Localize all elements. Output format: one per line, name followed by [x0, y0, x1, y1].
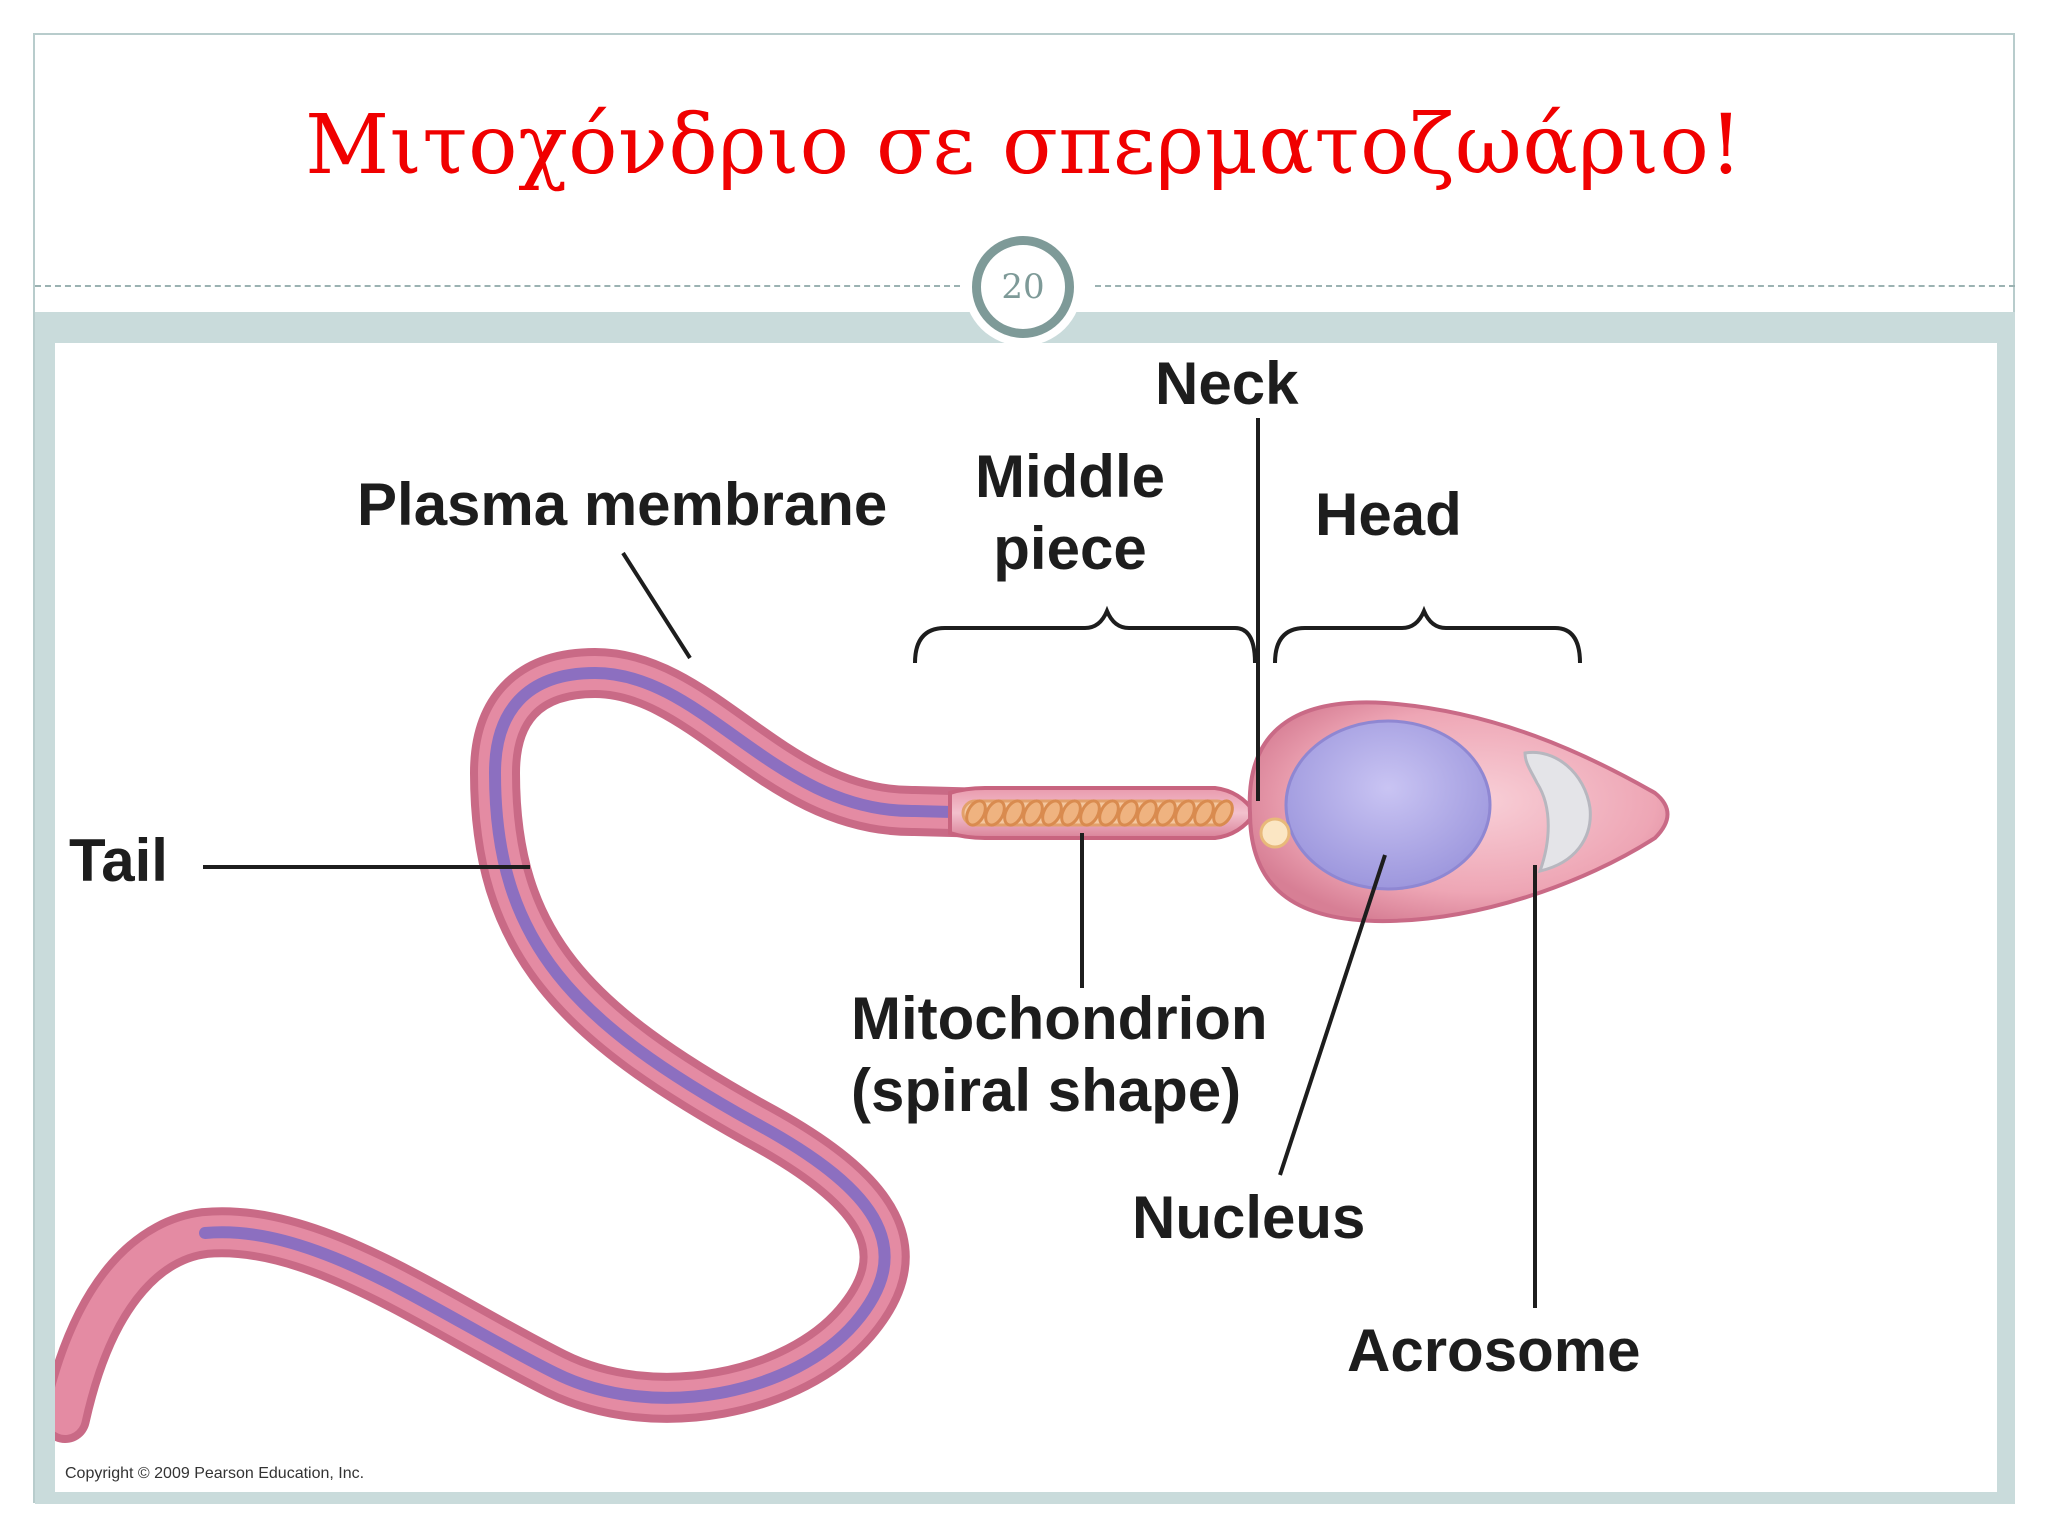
mitochondrion-coil — [984, 799, 1006, 827]
plasma-membrane-label: Plasma membrane — [357, 471, 888, 538]
acrosome — [1523, 750, 1592, 874]
mitochondrion-coil — [965, 799, 987, 827]
mitochondrion-label-line2: (spiral shape) — [851, 1057, 1242, 1124]
mitochondrion-coil — [1117, 799, 1139, 827]
mitochondrion-coil — [1155, 799, 1177, 827]
mitochondrion-coil — [1212, 799, 1234, 827]
head-brace — [1273, 605, 1582, 664]
page-number: 20 — [1001, 267, 1045, 307]
nucleus-label: Nucleus — [1132, 1184, 1366, 1251]
middle-piece-label: Middle piece — [955, 441, 1185, 585]
mitochondrion-coil — [1041, 799, 1063, 827]
slide-title: Μιτοχόνδριο σε σπερματοζωάριο! — [305, 98, 1743, 193]
mitochondrion-coil — [1022, 799, 1044, 827]
mitochondrion-coil — [1079, 799, 1101, 827]
mitochondrion-coil — [1136, 799, 1158, 827]
title-divider-right — [1095, 285, 2015, 287]
middle-piece-brace — [913, 605, 1257, 664]
mitochondrion-coil — [1193, 799, 1215, 827]
plasma-membrane-leader-line — [621, 551, 692, 660]
mitochondrion-label: Mitochondrion (spiral shape) — [851, 983, 1268, 1127]
mitochondrion-coil — [1060, 799, 1082, 827]
head-label: Head — [1315, 481, 1462, 548]
sperm-illustration — [55, 418, 1670, 1443]
mitochondrion-label-line1: Mitochondrion — [851, 985, 1268, 1052]
page-number-badge: 20 — [972, 236, 1074, 338]
centriole — [1259, 817, 1291, 849]
mitochondrion-coil — [1098, 799, 1120, 827]
sperm-diagram: Neck Middle piece Head Plasma membrane T… — [55, 343, 1997, 1492]
copyright-notice: Copyright © 2009 Pearson Education, Inc. — [65, 1465, 365, 1482]
mitochondrion-coil — [1003, 799, 1025, 827]
acrosome-label: Acrosome — [1347, 1317, 1641, 1384]
nucleus — [1284, 719, 1492, 891]
title-divider-left — [35, 285, 960, 287]
middle-piece-label-line1: Middle — [975, 443, 1165, 510]
tail-core — [199, 666, 996, 1404]
mitochondrion-coils — [965, 799, 1234, 827]
neck-label: Neck — [1155, 350, 1299, 417]
middle-piece-label-line2: piece — [993, 515, 1147, 582]
tail-label: Tail — [69, 827, 168, 894]
nucleus-leader-line — [1278, 854, 1387, 1176]
mitochondrion-coil — [1174, 799, 1196, 827]
